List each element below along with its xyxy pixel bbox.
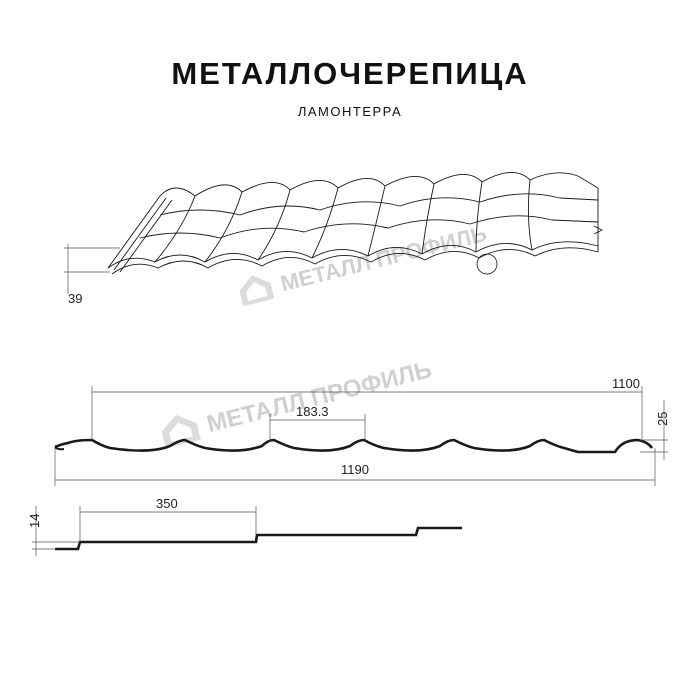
sheet-ridge-7 [475, 181, 483, 253]
sheet-step-line-2 [139, 215, 599, 239]
watermark-house-icon-2 [161, 414, 201, 449]
sheet-ridge-6 [421, 183, 435, 255]
sheet-ridge-4 [311, 187, 339, 259]
profile-start-hook [54, 446, 65, 451]
sheet-ridge-1 [154, 195, 196, 263]
profile-line [54, 438, 654, 454]
watermark-house-icon [239, 275, 275, 307]
watermark-text-top: МЕТАЛЛ ПРОФИЛЬ [278, 221, 489, 296]
page-subtitle: ЛАМОНТЕРРА [297, 104, 403, 119]
sheet-left-fold [107, 195, 173, 273]
sheet-right-break [593, 225, 603, 235]
step-side-profile [55, 526, 462, 551]
profile-cross-section [54, 438, 654, 454]
sheet-front-edge [107, 241, 599, 269]
watermark-middle: МЕТАЛЛ ПРОФИЛЬ [161, 356, 434, 449]
dim-profile-height: 25 [640, 400, 670, 460]
sheet-front-edge-inner [111, 247, 599, 275]
dim-step-length: 350 [79, 496, 257, 542]
sheet-ridge-3 [257, 189, 291, 261]
dim-profile-height-label: 25 [655, 412, 670, 426]
sheet-back-edge [159, 172, 599, 197]
dim-sheet-height: 39 [64, 244, 120, 306]
dim-sheet-height-label: 39 [68, 291, 82, 306]
sheet-ridge-5 [367, 185, 386, 257]
dim-step-height-label: 14 [27, 514, 42, 528]
dim-step-height: 14 [27, 506, 80, 556]
dim-full-width: 1190 [54, 448, 656, 486]
watermark-text-middle: МЕТАЛЛ ПРОФИЛЬ [204, 356, 434, 438]
sheet-step-line-1 [159, 193, 599, 216]
dim-useful-width-label: 1100 [612, 376, 640, 391]
dim-step-length-label: 350 [156, 496, 178, 511]
dim-wave-pitch-label: 183.3 [296, 404, 329, 419]
sheet-ridge-2 [204, 191, 243, 263]
sheet-detail-circle [476, 253, 498, 275]
dim-full-width-label: 1190 [341, 462, 369, 477]
sheet-ridge-8 [527, 179, 533, 251]
dim-wave-pitch: 183.3 [269, 404, 366, 442]
page-title: МЕТАЛЛОЧЕРЕПИЦА [171, 56, 529, 91]
sheet-3d-view [107, 172, 603, 275]
dim-useful-width: 1100 [91, 376, 643, 440]
step-profile-line [55, 526, 462, 551]
